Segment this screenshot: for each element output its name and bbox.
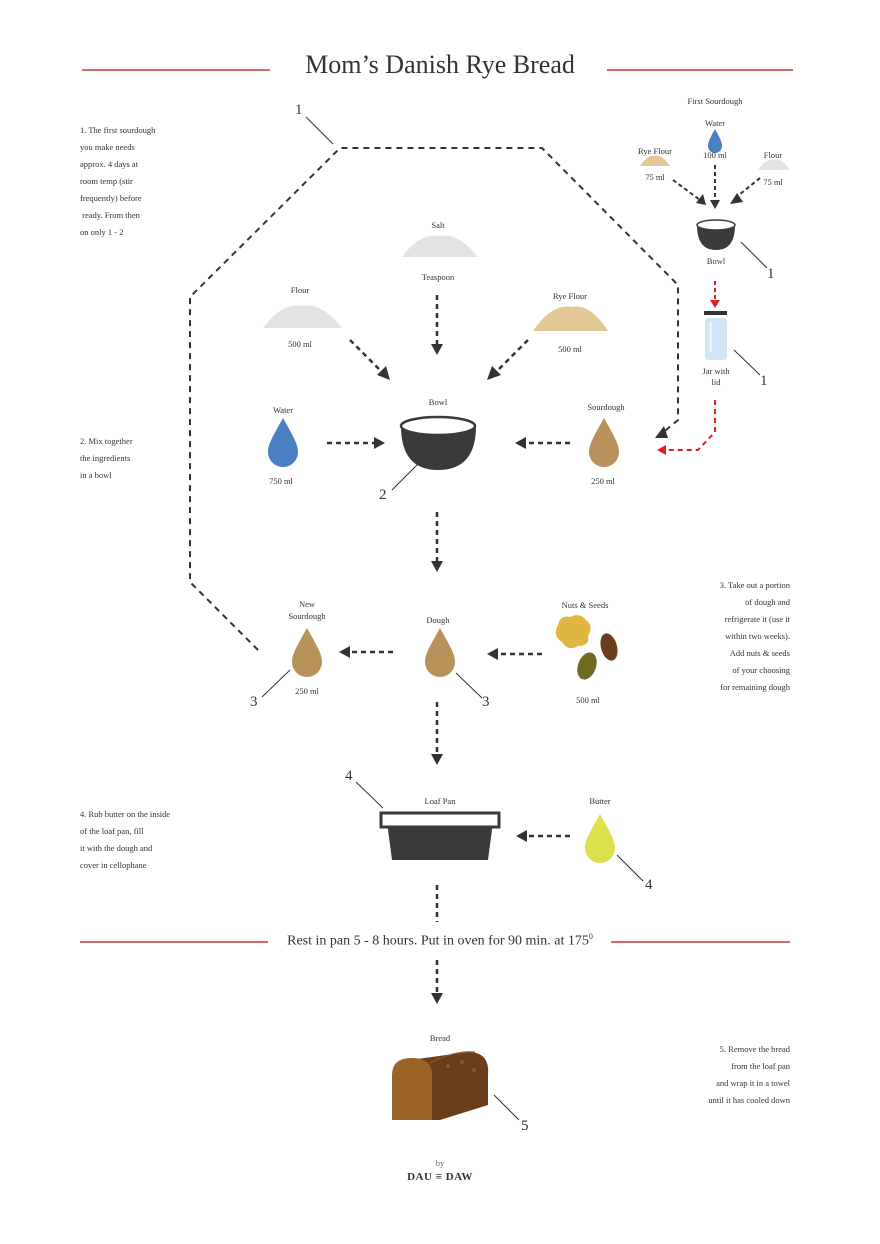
- rest-instruction: Rest in pan 5 - 8 hours. Put in oven for…: [0, 932, 880, 950]
- nuts-and-seeds-icon: [555, 615, 618, 680]
- marker-3-left: 3: [250, 694, 258, 710]
- rye-flour-pile-icon: [533, 306, 608, 331]
- new-sourdough-label: New Sourdough: [288, 599, 326, 621]
- rye-flour-label: Rye Flour: [553, 291, 587, 301]
- page-title: Mom’s Danish Rye Bread: [305, 50, 575, 79]
- bread-label: Bread: [429, 1033, 451, 1043]
- starter-bowl-icon: [696, 219, 736, 250]
- butter-drop-icon: [585, 814, 615, 863]
- jar-label: Jar with lid: [702, 366, 730, 387]
- marker-3-dough: 3: [482, 694, 490, 710]
- salt-amount: Teaspoon: [421, 272, 455, 282]
- loop-arrowhead: [655, 426, 668, 438]
- starter-to-jar-arrowhead: [710, 300, 720, 308]
- credit-brand: DAU ≡ DAW: [407, 1171, 473, 1183]
- loaf-pan-icon: [379, 811, 501, 860]
- flour-amount: 500 ml: [288, 339, 312, 349]
- nuts-amount: 500 ml: [576, 695, 600, 705]
- jar-with-lid-icon: [704, 311, 727, 360]
- loafpan-label: Loaf Pan: [424, 796, 456, 806]
- bread-icon: [392, 1051, 489, 1120]
- marker-4-pan: 4: [345, 768, 353, 784]
- starter-water-drop-icon: [708, 129, 722, 153]
- jar-to-sourdough-path: [664, 400, 716, 451]
- starter-rye-label: Rye Flour: [638, 146, 672, 156]
- new-sourdough-amount: 250 ml: [295, 686, 319, 696]
- step-2-note: 2. Mix together the ingredients in a bow…: [80, 436, 133, 480]
- new-sourdough-drop-icon: [292, 628, 322, 677]
- jar-to-sourdough-arrowhead: [657, 445, 666, 455]
- starter-water-label: Water: [704, 118, 726, 128]
- bowl-label: Bowl: [428, 397, 448, 407]
- water-amount: 750 ml: [269, 476, 293, 486]
- sourdough-drop-icon: [589, 418, 619, 467]
- starter-heading: First Sourdough: [687, 96, 743, 106]
- credit-by: by: [435, 1158, 445, 1168]
- nuts-label: Nuts & Seeds: [561, 600, 609, 610]
- step-3-note: 3. Take out a portion of dough and refri…: [719, 580, 790, 692]
- rye-flour-amount: 500 ml: [558, 344, 582, 354]
- starter-flour-amount: 75 ml: [763, 177, 783, 187]
- starter-flour-pile-icon: [758, 159, 790, 170]
- sourdough-amount: 250 ml: [591, 476, 615, 486]
- sourdough-loop-path: [189, 147, 679, 651]
- step-4-note: 4. Rub butter on the inside of the loaf …: [80, 809, 171, 870]
- dough-label: Dough: [426, 615, 450, 625]
- sourdough-label: Sourdough: [587, 402, 625, 412]
- flour-label: Flour: [290, 285, 310, 295]
- marker-1-bowl: 1: [767, 266, 775, 282]
- salt-pile-icon: [402, 235, 478, 257]
- butter-label: Butter: [589, 796, 611, 806]
- starter-bowl-label: Bowl: [706, 256, 726, 266]
- dough-drop-icon: [425, 628, 455, 677]
- starter-rye-pile-icon: [640, 155, 670, 166]
- salt-label: Salt: [431, 220, 445, 230]
- main-bowl-icon: [399, 415, 477, 470]
- marker-4-butter: 4: [645, 877, 653, 893]
- marker-1-jar: 1: [760, 373, 768, 389]
- marker-1-top: 1: [295, 102, 303, 118]
- marker-2: 2: [379, 487, 387, 503]
- starter-flour-label: Flour: [763, 150, 783, 160]
- starter-rye-amount: 75 ml: [645, 172, 665, 182]
- step-1-note: 1. The first sourdough you make needs ap…: [80, 125, 156, 237]
- water-drop-icon: [268, 418, 298, 467]
- rest-degree: 0: [588, 932, 593, 941]
- marker-5: 5: [521, 1118, 529, 1134]
- step-5-note: 5. Remove the bread from the loaf pan an…: [708, 1044, 790, 1105]
- flour-pile-icon: [263, 305, 342, 328]
- water-label: Water: [272, 405, 294, 415]
- starter-water-amount: 100 ml: [703, 150, 727, 160]
- rest-text: Rest in pan 5 - 8 hours. Put in oven for…: [287, 933, 589, 949]
